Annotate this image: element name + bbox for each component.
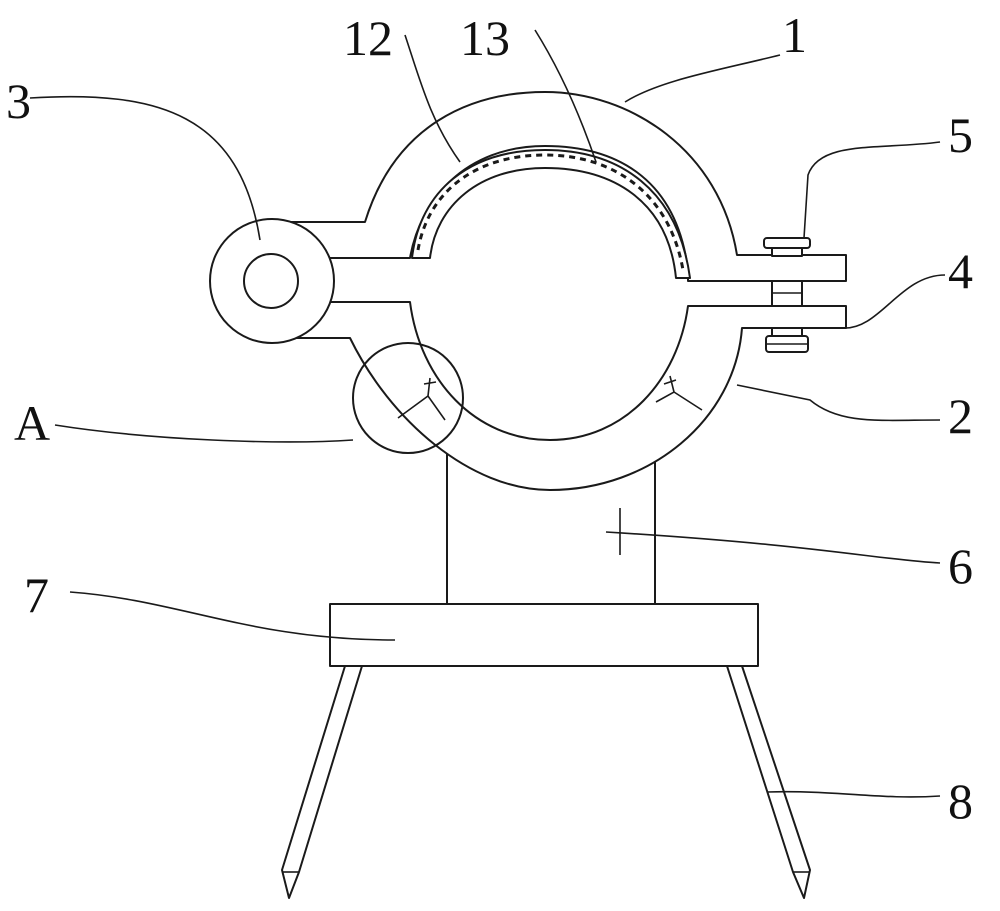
base-plate [329,603,759,667]
upper-clamp [281,91,847,282]
left-spring-clip [397,377,446,421]
left-leg [281,665,363,899]
lower-clamp [281,301,847,491]
legs [281,665,811,899]
leader-lines [29,29,946,798]
callout-6: 6 [948,538,973,594]
callout-2: 2 [948,388,973,444]
bolt-assembly [763,237,811,353]
inner-liner [411,149,691,279]
right-spring-clip [655,375,703,411]
callout-3: 3 [6,73,31,129]
callout-8: 8 [948,773,973,829]
callout-4: 4 [948,243,973,299]
anti-slip-strip [416,153,685,271]
callout-13: 13 [460,10,510,66]
callout-5: 5 [948,107,973,163]
right-leg [726,665,811,899]
callout-12: 12 [343,10,393,66]
hinge-pin [243,253,299,309]
callout-a: A [14,395,50,451]
callouts: 1 12 13 3 5 4 A 2 6 7 8 [6,7,973,829]
callout-1: 1 [782,7,807,63]
detail-circle-a [352,342,464,454]
callout-7: 7 [24,567,49,623]
